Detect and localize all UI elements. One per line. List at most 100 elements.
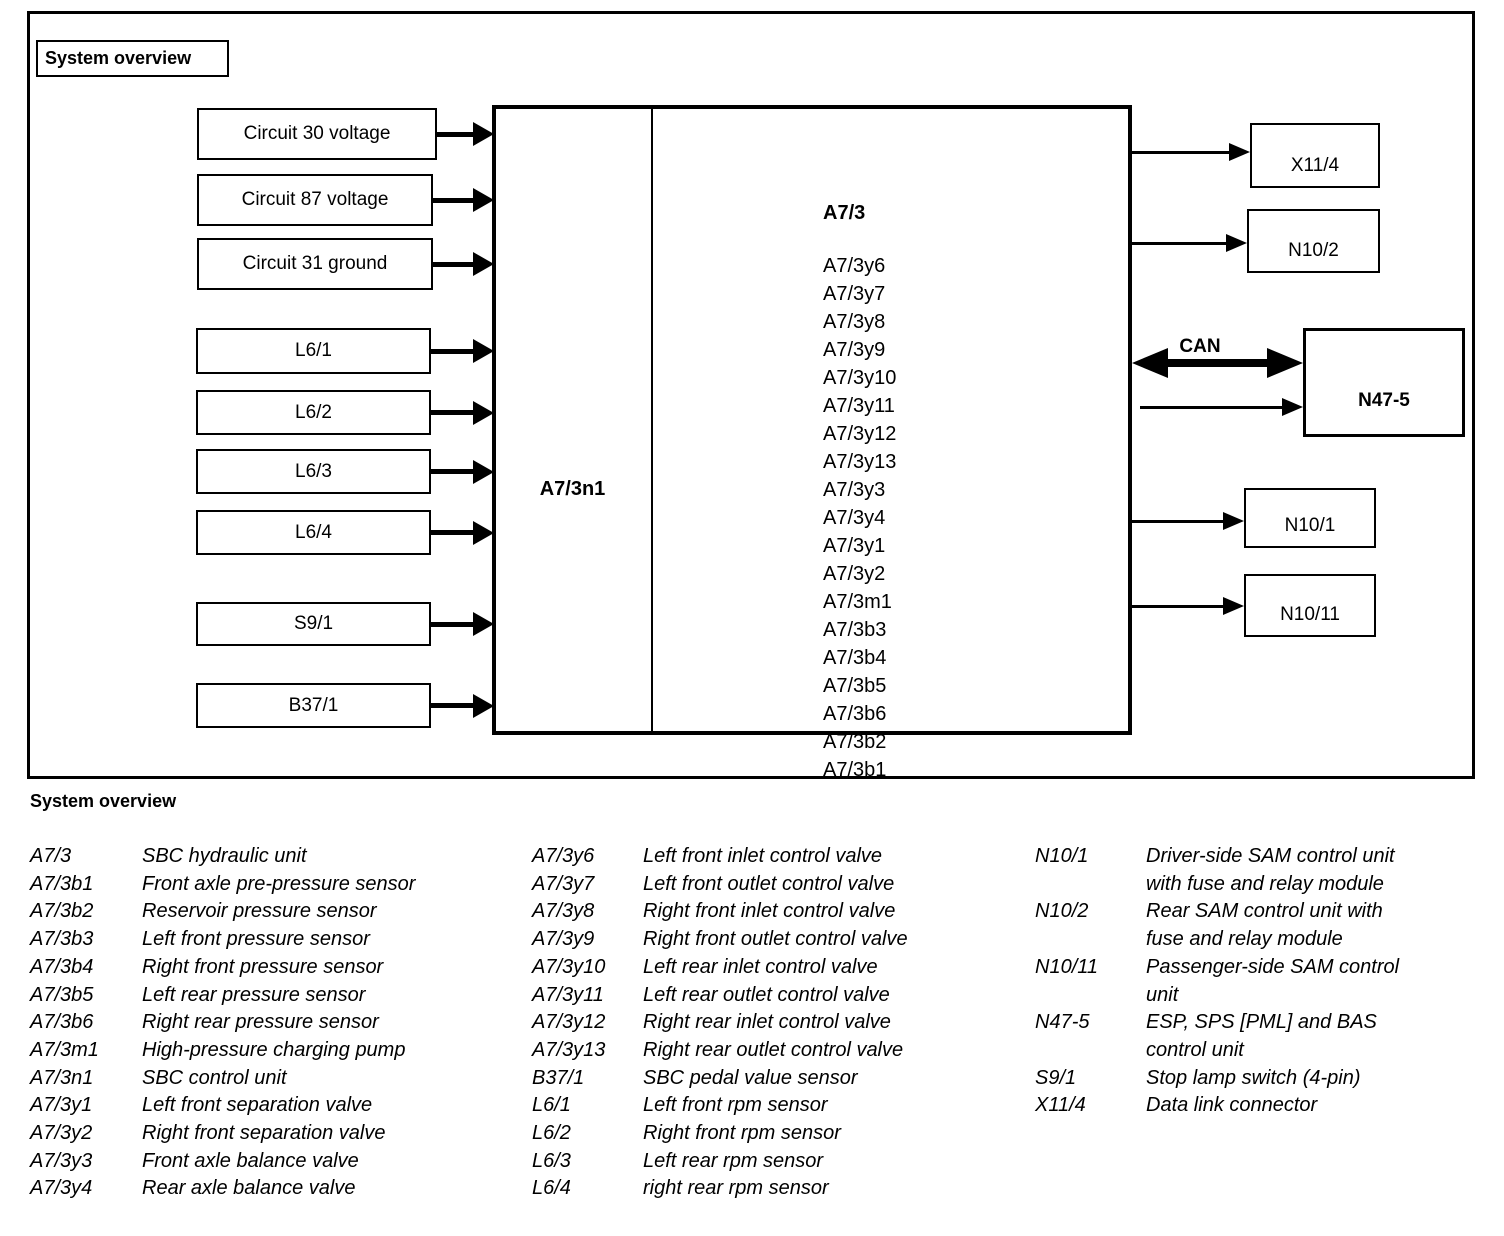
arrow-line: [437, 131, 481, 137]
arrow-from-b37-1: [431, 693, 494, 718]
legend-term: A7/3y2: [30, 1122, 93, 1145]
legend-term: L6/4: [532, 1177, 571, 1200]
sbc-hydraulic-unit-label: A7/3: [823, 202, 866, 224]
legend-definition: Right rear outlet control valve: [643, 1038, 904, 1061]
legend-definition: right rear rpm sensor: [643, 1177, 829, 1200]
legend-definition: High-pressure charging pump: [142, 1038, 406, 1061]
arrowhead-right: [473, 252, 494, 276]
arrowhead-right: [473, 400, 494, 425]
legend-term: A7/3b4: [30, 955, 94, 978]
component-list-item: A7/3b2: [823, 731, 887, 753]
legend-term: N10/11: [1035, 955, 1099, 978]
legend-definition: SBC hydraulic unit: [142, 845, 307, 867]
legend-entry: A7/3b4 Right front pressure sensor: [30, 954, 492, 982]
legend-term: A7/3y9: [532, 928, 595, 951]
legend-term: A7/3y3: [30, 1149, 93, 1172]
legend-definition: Driver-side SAM control unit with fuse a…: [1146, 845, 1395, 895]
input-box-label: Circuit 31 ground: [242, 253, 388, 274]
arrowhead-right: [473, 693, 494, 718]
legend-entry: A7/3 SBC hydraulic unit: [30, 843, 492, 871]
legend-definition: Right rear inlet control valve: [643, 1011, 891, 1034]
component-list-item: A7/3y9: [823, 339, 886, 361]
arrowhead-right: [1267, 348, 1303, 378]
arrowhead-right: [473, 122, 494, 146]
legend-term: L6/3: [532, 1149, 571, 1172]
component-list-item: A7/3y7: [823, 283, 886, 305]
output-box-label: N10/2: [1288, 240, 1339, 261]
legend-definition: Passenger-side SAM control unit: [1146, 955, 1400, 1006]
legend-definition: Left front pressure sensor: [142, 928, 370, 951]
output-box-label: X11/4: [1290, 155, 1340, 176]
legend-term: A7/3y6: [532, 845, 595, 867]
component-list-item: A7/3b1: [823, 759, 887, 781]
legend-entry: S9/1 Stop lamp switch (4-pin): [1035, 1065, 1426, 1093]
input-box-label: L6/1: [295, 340, 332, 361]
legend-term: A7/3y8: [532, 900, 595, 923]
arrowhead-right: [1223, 511, 1244, 530]
arrow-to-x11-4: [1132, 142, 1250, 162]
legend-definition: Right front outlet control valve: [643, 928, 908, 951]
legend-entry: X11/4 Data link connector: [1035, 1092, 1426, 1120]
legend-definition: Rear axle balance valve: [142, 1177, 356, 1200]
legend-entry: A7/3y11 Left rear outlet control valve: [532, 982, 1013, 1010]
legend-definition: Stop lamp switch (4-pin): [1146, 1066, 1361, 1089]
component-list-item: A7/3y1: [823, 535, 886, 557]
legend-definition: Data link connector: [1146, 1094, 1318, 1117]
legend-term: A7/3b6: [30, 1011, 94, 1034]
legend-definition: Right front pressure sensor: [142, 955, 384, 978]
legend-term: A7/3: [30, 845, 72, 867]
legend-term: B37/1: [532, 1066, 585, 1089]
input-box-b37-1: B37/1: [196, 683, 431, 728]
arrowhead-right: [1229, 142, 1250, 161]
input-box-s9-1: S9/1: [196, 602, 431, 646]
component-list-item: A7/3y8: [823, 311, 886, 333]
arrow-line: [431, 348, 481, 354]
legend-definition: Right front separation valve: [142, 1122, 386, 1145]
legend-definition: Left rear outlet control valve: [643, 983, 890, 1006]
legend-definition: Right rear pressure sensor: [142, 1011, 379, 1034]
arrow-from-l6-2: [431, 400, 494, 425]
input-box-label: L6/4: [295, 521, 332, 543]
component-list-item: A7/3b6: [823, 703, 887, 725]
legend-term: A7/3y1: [30, 1094, 93, 1117]
input-box-label: Circuit 30 voltage: [243, 123, 391, 144]
arrowhead-right: [1282, 397, 1303, 416]
legend-definition: ESP, SPS [PML] and BAS control unit: [1146, 1011, 1377, 1061]
legend-entry: A7/3y2 Right front separation valve: [30, 1120, 492, 1148]
legend-term: A7/3y7: [532, 872, 595, 895]
can-bus-label: CAN: [1179, 336, 1221, 357]
arrow-to-n10-1: [1132, 511, 1244, 531]
legend-term: S9/1: [1035, 1066, 1077, 1089]
arrowhead-right: [473, 520, 494, 545]
arrow-line: [431, 469, 481, 474]
legend-term: A7/3y11: [532, 983, 604, 1006]
legend-term: X11/4: [1035, 1094, 1086, 1117]
diagram-title: System overview: [45, 48, 192, 68]
input-box-label: Circuit 87 voltage: [241, 189, 389, 210]
arrow-to-n10-11: [1132, 596, 1244, 616]
legend-title: System overview: [30, 791, 177, 811]
arrow-from-l6-1: [431, 339, 494, 363]
legend-term: N47-5: [1035, 1011, 1090, 1034]
arrowhead-right: [473, 612, 494, 636]
component-list-item: A7/3b5: [823, 675, 887, 697]
input-box-l6-4: L6/4: [196, 510, 431, 555]
input-box-label: B37/1: [288, 694, 339, 716]
legend-term: A7/3b1: [30, 872, 94, 895]
component-list-item: A7/3y11: [823, 395, 895, 417]
output-box-label: N10/11: [1280, 604, 1340, 625]
